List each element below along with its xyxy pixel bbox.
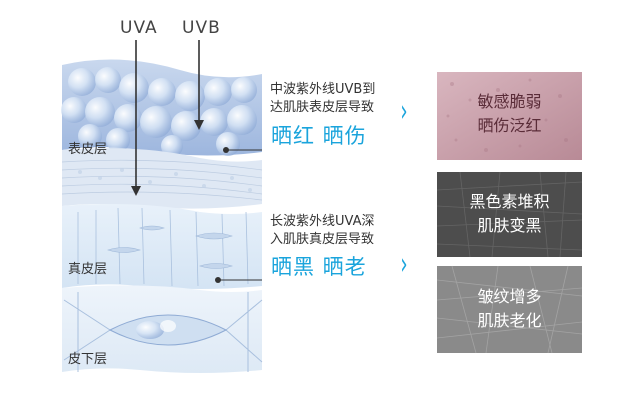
panel-aging-line1: 皱纹增多 [477, 287, 542, 306]
panel-sunburn-bg [437, 72, 582, 160]
uva-description: 长波紫外线UVA深 入肌肤真皮层导致 [270, 213, 374, 249]
uvb-description: 中波紫外线UVB到 达肌肤表皮层导致 [270, 81, 375, 117]
panel-tanning-line1: 黑色素堆积 [469, 192, 550, 211]
uvb-label: UVB [182, 18, 221, 38]
uvb-desc-line2: 达肌肤表皮层导致 [270, 100, 375, 115]
panel-sunburn-line2: 晒伤泛红 [477, 116, 542, 135]
dermis-layer [62, 204, 262, 289]
chevron-right-icon: › [400, 247, 408, 282]
panel-tanning-line2: 肌肤变黑 [477, 216, 542, 235]
dermis-label: 真皮层 [68, 262, 108, 277]
uva-effect: 晒黑 晒老 [271, 255, 367, 279]
uvb-desc-line1: 中波紫外线UVB到 [270, 82, 376, 97]
epidermis-label: 表皮层 [68, 142, 108, 157]
subcutis-label: 皮下层 [68, 352, 108, 367]
panel-sunburn: 敏感脆弱 晒伤泛红 [437, 90, 582, 142]
chevron-right-icon: › [400, 94, 408, 129]
uva-label: UVA [120, 18, 158, 38]
panel-sunburn-line1: 敏感脆弱 [477, 92, 542, 111]
uvb-effect: 晒红 晒伤 [271, 124, 367, 148]
uva-desc-line2: 入肌肤真皮层导致 [270, 232, 375, 247]
basal-strip [61, 148, 263, 209]
panel-aging-line2: 肌肤老化 [477, 311, 542, 330]
epidermis-layer [61, 59, 262, 157]
panel-aging: 皱纹增多 肌肤老化 [437, 285, 582, 337]
subcutis-layer [62, 285, 263, 373]
uva-desc-line1: 长波紫外线UVA深 [270, 214, 375, 229]
skin-sample-panels [436, 72, 583, 354]
panel-tanning: 黑色素堆积 肌肤变黑 [437, 190, 582, 242]
connectors [215, 147, 262, 283]
uv-rays [131, 40, 204, 196]
